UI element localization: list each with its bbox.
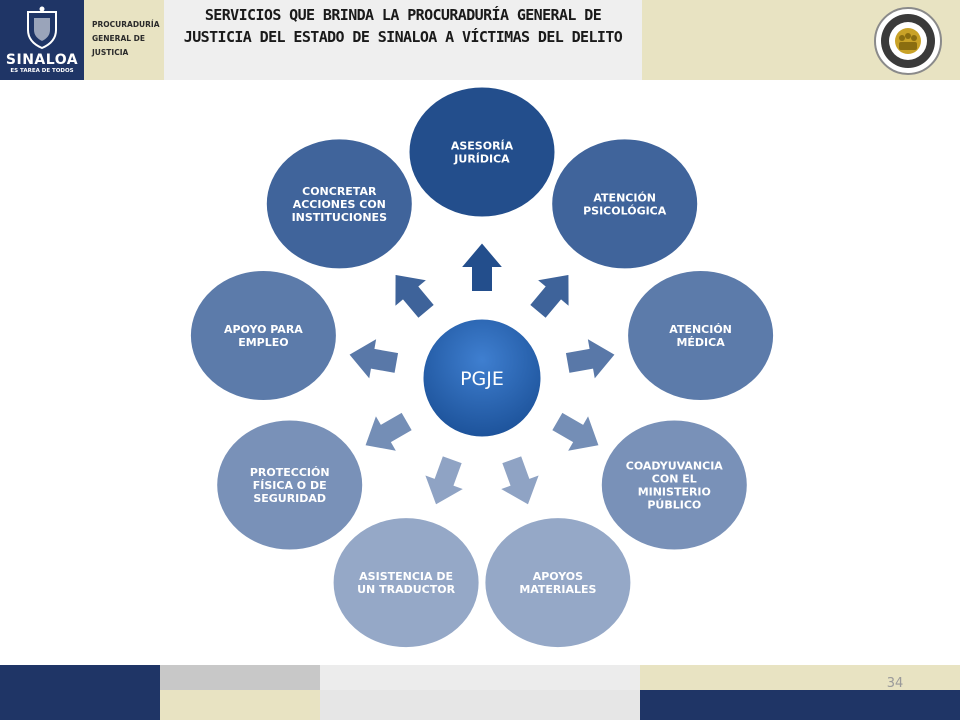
service-node-label: ATENCIÓN (669, 323, 732, 336)
service-node-label: PÚBLICO (647, 499, 701, 512)
page-title-line-2: JUSTICIA DEL ESTADO DE SINALOA A VÍCTIMA… (183, 28, 623, 46)
service-node-label: APOYOS (533, 570, 583, 583)
service-node-circle-9 (263, 136, 415, 272)
sinaloa-crest-icon (27, 6, 57, 50)
service-node-label: APOYO PARA (224, 323, 303, 336)
service-node-label: UN TRADUCTOR (357, 583, 455, 596)
header: SINALOA ES TAREA DE TODOS PROCURADURÍA G… (0, 0, 960, 80)
page-title-line-1: SERVICIOS QUE BRINDA LA PROCURADURÍA GEN… (204, 6, 602, 24)
org-name-block: PROCURADURÍA GENERAL DE JUSTICIA (84, 0, 164, 80)
service-node-circle-3 (625, 268, 777, 403)
service-node-label: CONCRETAR (302, 185, 377, 198)
service-node-label: INSTITUCIONES (292, 211, 387, 224)
service-node-circle-8 (187, 268, 339, 403)
arrow-2 (527, 272, 571, 321)
footer-navy-block (0, 665, 160, 720)
service-node-label: ATENCIÓN (593, 191, 656, 204)
service-node-label: FÍSICA O DE (253, 479, 327, 492)
service-node-label: COADYUVANCIA (626, 460, 724, 473)
service-node-label: MATERIALES (519, 583, 596, 596)
footer-gray-block (160, 665, 320, 690)
service-node-label: JURÍDICA (453, 153, 510, 166)
footer-navy-block-2 (640, 690, 960, 720)
service-node-label: SEGURIDAD (253, 492, 326, 505)
center-node-label: PGJE (460, 368, 504, 390)
arrow-4 (549, 410, 602, 454)
arrow-7 (362, 410, 415, 454)
service-node-circle-5 (482, 515, 634, 651)
arrow-5 (496, 453, 542, 508)
logo-name: SINALOA (5, 52, 79, 68)
arrow-8 (346, 335, 401, 383)
logo-tagline: ES TAREA DE TODOS (10, 68, 74, 74)
footer-gray-block-2 (320, 690, 640, 720)
footer-light-block (320, 665, 640, 690)
arrow-1 (457, 240, 507, 293)
services-diagram: ASESORÍAJURÍDICAATENCIÓNPSICOLÓGICAATENC… (187, 84, 777, 651)
service-node-label: CON EL (652, 473, 697, 486)
center-node: PGJE (420, 316, 544, 440)
service-node-circle-4 (598, 417, 750, 553)
service-node-label: PROTECCIÓN (250, 466, 330, 479)
arrow-6 (422, 453, 468, 508)
arrow-3 (563, 335, 618, 383)
service-node-circle-2 (549, 136, 701, 272)
footer-khaki-block-2 (160, 690, 320, 720)
page-number: 34 (886, 676, 904, 691)
sinaloa-logo: SINALOA ES TAREA DE TODOS (0, 0, 84, 80)
service-node-label: PSICOLÓGICA (583, 204, 667, 217)
service-node-label: ACCIONES CON (293, 198, 386, 211)
pgj-seal-icon (874, 7, 942, 75)
service-node-label: ASESORÍA (451, 140, 514, 153)
arrow-9 (393, 272, 437, 321)
service-node-label: MINISTERIO (638, 486, 711, 499)
footer (0, 665, 960, 720)
org-line-2: GENERAL DE (92, 34, 145, 43)
service-node-label: EMPLEO (238, 336, 288, 349)
footer-khaki-block (640, 665, 960, 690)
service-node-label: ASISTENCIA DE (359, 570, 453, 583)
org-line-3: JUSTICIA (92, 48, 129, 57)
service-node-circle-6 (330, 515, 482, 651)
service-node-circle-1 (406, 84, 558, 220)
service-node-circle-7 (214, 417, 366, 553)
title-block: SERVICIOS QUE BRINDA LA PROCURADURÍA GEN… (164, 0, 642, 80)
service-node-label: MÉDICA (676, 336, 725, 349)
center-node-circle (420, 316, 544, 440)
org-line-1: PROCURADURÍA (92, 20, 160, 29)
